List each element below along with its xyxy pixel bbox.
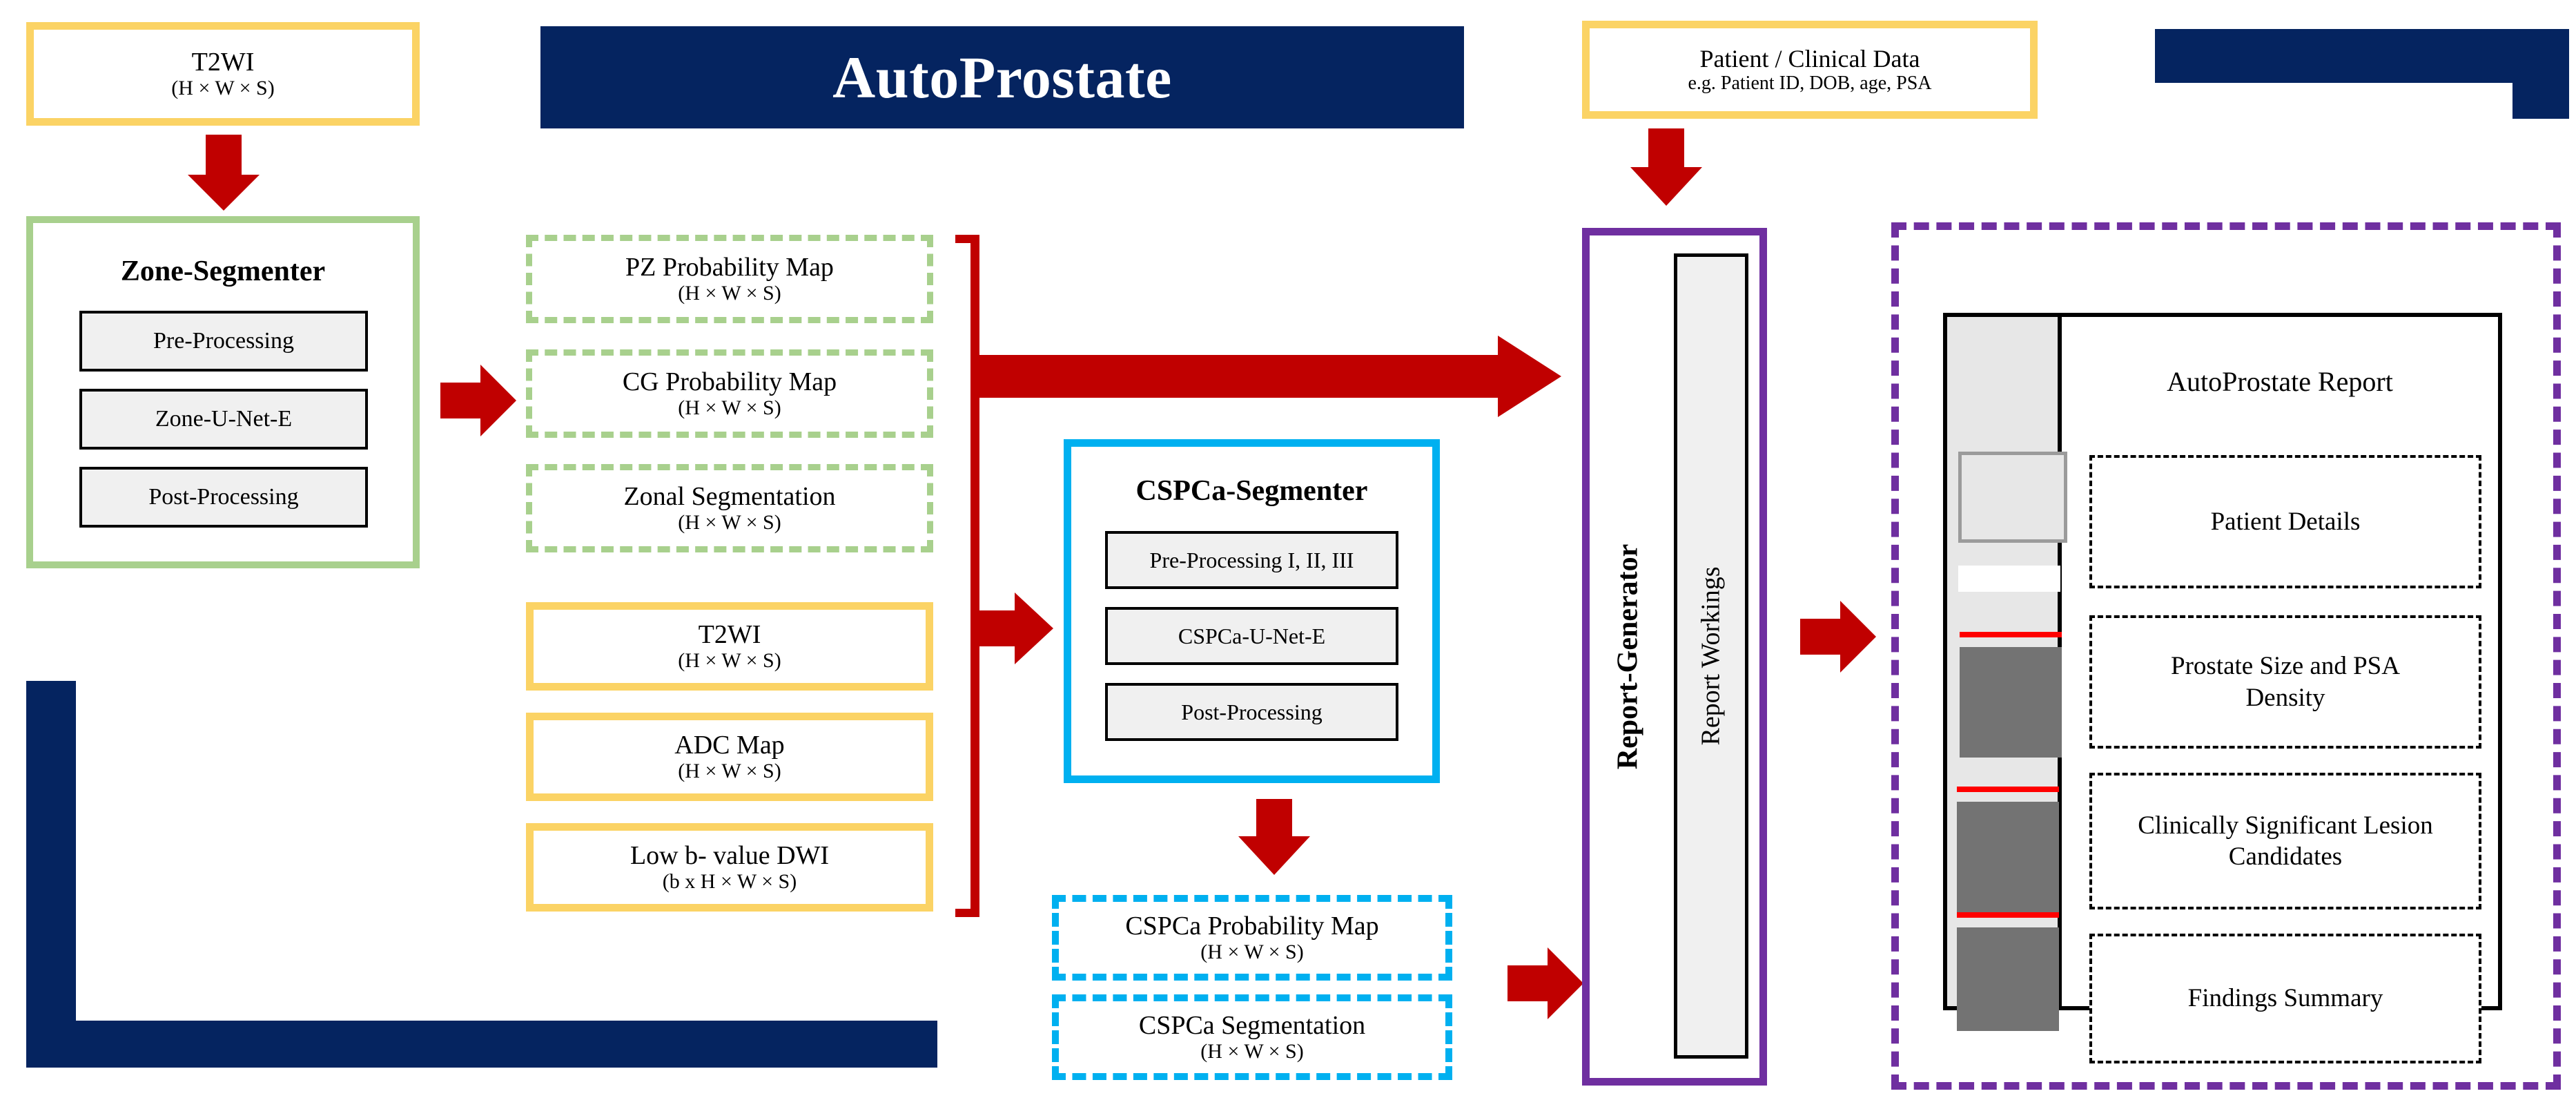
report-output-container: AutoProstate Report Patient Details Pros…: [1891, 222, 2561, 1090]
cspca-step-unet[interactable]: CSPCa-U-Net-E: [1105, 607, 1398, 665]
input-box-t2wi-mri: T2WI (H × W × S): [526, 602, 933, 691]
down-arrow-icon-cspca-to-outputs: [1238, 799, 1310, 875]
right-arrow-icon-to-cspca-segmenter: [970, 592, 1055, 664]
cg-map-dims: (H × W × S): [678, 396, 781, 420]
cg-map-label: CG Probability Map: [622, 367, 837, 396]
navy-decor-top-right-stub: [2512, 29, 2569, 119]
mri-t2wi-label: T2WI: [698, 619, 761, 649]
module-cspca-segmenter: CSPCa-Segmenter Pre-Processing I, II, II…: [1064, 439, 1440, 783]
navy-decor-bottom-left-vertical: [26, 681, 76, 1068]
pz-map-dims: (H × W × S): [678, 282, 781, 305]
report-workings-panel: Report Workings: [1674, 253, 1748, 1059]
input-box-adc-map: ADC Map (H × W × S): [526, 713, 933, 801]
report-section-findings-summary-label: Findings Summary: [2187, 984, 2383, 1013]
report-section-lesion-candidates: Clinically Significant Lesion Candidates: [2089, 773, 2481, 909]
module-report-generator: Report-Generator Report Workings: [1582, 228, 1767, 1086]
thumbnail-red-divider-1: [1960, 632, 2062, 637]
down-arrow-icon-t2wi-to-zone: [188, 135, 260, 211]
input-t2wi-label: T2WI: [191, 47, 255, 77]
mri-adc-dims: (H × W × S): [678, 760, 781, 783]
mri-t2wi-dims: (H × W × S): [678, 649, 781, 673]
navy-decor-bottom-left-horizontal: [26, 1021, 937, 1068]
thumbnail-grey-block-1: [1960, 647, 2062, 758]
thumbnail-red-divider-3: [1957, 912, 2059, 918]
patient-data-label: Patient / Clinical Data: [1699, 45, 1920, 73]
output-box-pz-probability-map: PZ Probability Map (H × W × S): [526, 235, 933, 323]
output-box-cg-probability-map: CG Probability Map (H × W × S): [526, 349, 933, 438]
report-section-prostate-size-psa-density-label: Prostate Size and PSA Density: [2171, 652, 2400, 712]
mri-dwi-label: Low b- value DWI: [630, 840, 830, 870]
report-section-patient-details: Patient Details: [2089, 455, 2481, 588]
input-box-patient-clinical-data: Patient / Clinical Data e.g. Patient ID,…: [1582, 21, 2038, 119]
cspca-step-post-processing-label: Post-Processing: [1181, 699, 1323, 724]
zone-segmenter-title: Zone-Segmenter: [120, 256, 326, 287]
cspca-step-post-processing[interactable]: Post-Processing: [1105, 683, 1398, 741]
zone-step-post-processing[interactable]: Post-Processing: [79, 467, 368, 528]
zone-step-pre-processing-label: Pre-Processing: [153, 328, 294, 354]
thumbnail-grey-block-2: [1957, 802, 2059, 912]
thumbnail-outline-placeholder: [1958, 452, 2067, 543]
zone-step-pre-processing[interactable]: Pre-Processing: [79, 311, 368, 372]
down-arrow-icon-patient-to-report: [1630, 128, 1702, 206]
cspca-map-label: CSPCa Probability Map: [1125, 911, 1379, 941]
report-page-body: AutoProstate Report Patient Details Pros…: [2062, 317, 2498, 1063]
cspca-segmenter-title: CSPCa-Segmenter: [1135, 475, 1368, 507]
right-arrow-icon-zone-to-outputs: [440, 365, 518, 436]
right-arrow-icon-cspca-out-to-report: [1507, 947, 1585, 1019]
report-page: AutoProstate Report Patient Details Pros…: [1943, 313, 2502, 1063]
zone-step-unet[interactable]: Zone-U-Net-E: [79, 389, 368, 450]
mri-dwi-dims: (b x H × W × S): [662, 870, 797, 894]
output-box-cspca-segmentation: CSPCa Segmentation (H × W × S): [1052, 994, 1452, 1080]
thumbnail-grey-block-3: [1957, 927, 2059, 1031]
report-section-findings-summary: Findings Summary: [2089, 934, 2481, 1063]
patient-data-examples: e.g. Patient ID, DOB, age, PSA: [1688, 73, 1932, 95]
output-box-cspca-probability-map: CSPCa Probability Map (H × W × S): [1052, 895, 1452, 981]
mri-adc-label: ADC Map: [674, 730, 785, 760]
zonal-seg-dims: (H × W × S): [678, 511, 781, 534]
report-generator-title: Report-Generator: [1612, 543, 1643, 770]
zone-step-unet-label: Zone-U-Net-E: [155, 406, 293, 432]
output-box-zonal-segmentation: Zonal Segmentation (H × W × S): [526, 464, 933, 552]
pz-map-label: PZ Probability Map: [625, 252, 834, 282]
zonal-seg-label: Zonal Segmentation: [623, 481, 836, 511]
right-arrow-icon-generator-to-report: [1800, 601, 1877, 673]
report-section-patient-details-label: Patient Details: [2210, 507, 2361, 536]
input-box-low-b-value-dwi: Low b- value DWI (b x H × W × S): [526, 823, 933, 912]
cspca-step-unet-label: CSPCa-U-Net-E: [1178, 623, 1326, 648]
report-heading: AutoProstate Report: [2167, 366, 2393, 397]
cspca-seg-dims: (H × W × S): [1200, 1040, 1304, 1063]
thumbnail-white-block: [1958, 566, 2060, 592]
app-title: AutoProstate: [832, 44, 1172, 110]
module-zone-segmenter: Zone-Segmenter Pre-Processing Zone-U-Net…: [26, 216, 420, 568]
report-section-prostate-size-psa-density: Prostate Size and PSA Density: [2089, 615, 2481, 749]
report-workings-label: Report Workings: [1697, 566, 1726, 746]
input-t2wi-dims: (H × W × S): [171, 77, 275, 100]
report-section-lesion-candidates-label: Clinically Significant Lesion Candidates: [2138, 811, 2433, 871]
title-banner: AutoProstate: [540, 26, 1464, 128]
red-bracket-connector: [955, 235, 987, 917]
cspca-step-pre-processing[interactable]: Pre-Processing I, II, III: [1105, 531, 1398, 589]
cspca-map-dims: (H × W × S): [1200, 941, 1304, 964]
cspca-step-pre-processing-label: Pre-Processing I, II, III: [1149, 547, 1354, 572]
navy-decor-top-right-bar: [2155, 29, 2569, 83]
thumbnail-red-divider-2: [1957, 787, 2059, 792]
report-page-thumbnail-strip: [1947, 317, 2067, 1031]
right-arrow-icon-to-report-generator: [970, 336, 1561, 417]
zone-step-post-processing-label: Post-Processing: [148, 484, 299, 510]
cspca-seg-label: CSPCa Segmentation: [1138, 1010, 1366, 1040]
input-box-t2wi-top: T2WI (H × W × S): [26, 22, 420, 126]
